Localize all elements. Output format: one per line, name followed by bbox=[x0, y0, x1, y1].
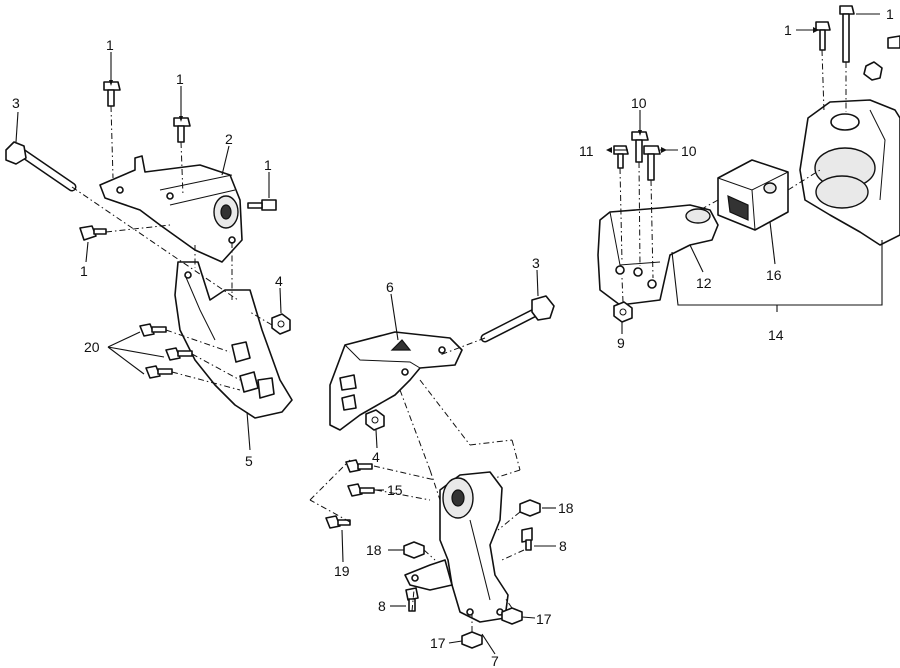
bolt-icon bbox=[521, 527, 533, 551]
bolt-icon bbox=[139, 323, 167, 337]
bolt-icon bbox=[815, 21, 831, 51]
arrow-heads bbox=[109, 27, 819, 153]
bolts-15 bbox=[345, 459, 375, 497]
callout-1: 1 bbox=[264, 157, 272, 173]
callout-2: 2 bbox=[225, 131, 233, 147]
callout-5: 5 bbox=[245, 453, 253, 469]
long-bolt-left bbox=[5, 141, 77, 192]
bolt-icon bbox=[347, 483, 375, 497]
bolt-icon bbox=[613, 145, 629, 169]
assembly-dash-lines bbox=[71, 49, 847, 632]
lower-mount-insulator bbox=[404, 471, 509, 623]
callout-10: 10 bbox=[681, 143, 697, 159]
callout-1: 1 bbox=[784, 22, 792, 38]
callout-4: 4 bbox=[275, 273, 283, 289]
bolt-icon bbox=[887, 35, 900, 49]
callout-4: 4 bbox=[372, 449, 380, 465]
right-mount-bracket-12 bbox=[597, 204, 719, 306]
callout-3: 3 bbox=[532, 255, 540, 271]
callout-15: 15 bbox=[387, 482, 403, 498]
callout-12: 12 bbox=[696, 275, 712, 291]
callout-18: 18 bbox=[366, 542, 382, 558]
callout-6: 6 bbox=[386, 279, 394, 295]
nut-icon bbox=[863, 61, 883, 81]
nut-4-left bbox=[271, 313, 291, 335]
callout-labels: 1 1 1 1 1 1 2 3 3 4 4 5 6 7 8 8 9 10 10 … bbox=[12, 6, 894, 668]
callout-19: 19 bbox=[334, 563, 350, 579]
lower-bracket-plate bbox=[174, 261, 293, 419]
callout-8: 8 bbox=[378, 598, 386, 614]
callout-17: 17 bbox=[430, 635, 446, 651]
callout-14: 14 bbox=[768, 327, 784, 343]
callout-1: 1 bbox=[106, 37, 114, 53]
nut-icon bbox=[519, 499, 541, 517]
bolts-8 bbox=[405, 527, 533, 612]
nut-9 bbox=[613, 301, 633, 323]
bolt-icon bbox=[643, 145, 661, 181]
nut-icon bbox=[461, 631, 483, 649]
center-bracket bbox=[329, 331, 463, 431]
callout-8: 8 bbox=[559, 538, 567, 554]
bolt-icon bbox=[165, 347, 193, 361]
callout-20: 20 bbox=[84, 339, 100, 355]
callout-17: 17 bbox=[536, 611, 552, 627]
bolt-icon bbox=[839, 5, 855, 63]
callout-3: 3 bbox=[12, 95, 20, 111]
leader-lines bbox=[15, 13, 883, 655]
nut-4-center bbox=[365, 409, 385, 431]
bolt-icon bbox=[405, 587, 419, 612]
upper-mount-bracket bbox=[99, 155, 243, 263]
bolt-icon bbox=[79, 225, 107, 241]
rubber-block-16 bbox=[717, 159, 789, 231]
callout-1: 1 bbox=[176, 71, 184, 87]
callout-7: 7 bbox=[491, 653, 499, 668]
bolt-icon bbox=[145, 365, 173, 379]
callout-16: 16 bbox=[766, 267, 782, 283]
nut-icon bbox=[501, 607, 523, 625]
callout-9: 9 bbox=[617, 335, 625, 351]
long-bolt-center bbox=[480, 295, 555, 343]
callout-10: 10 bbox=[631, 95, 647, 111]
callout-18: 18 bbox=[558, 500, 574, 516]
nuts-18 bbox=[403, 499, 541, 559]
callout-1: 1 bbox=[886, 6, 894, 22]
bolt-icon bbox=[247, 199, 277, 211]
bolt-icon bbox=[173, 117, 191, 143]
bolts-20 bbox=[139, 323, 193, 379]
bolt-icon bbox=[345, 459, 373, 473]
nut-icon bbox=[403, 541, 425, 559]
callout-1: 1 bbox=[80, 263, 88, 279]
bolt-icon bbox=[103, 81, 121, 107]
engine-side-mount bbox=[799, 99, 900, 246]
bolt-19 bbox=[325, 515, 351, 529]
callout-11: 11 bbox=[579, 143, 594, 159]
